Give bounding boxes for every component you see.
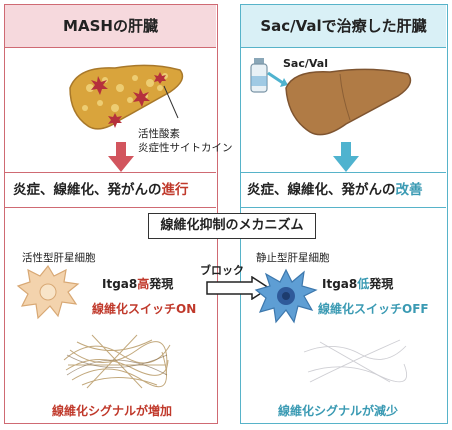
right-panel-title: Sac/Valで治療した肝臓 [241, 5, 446, 48]
left-itga8-emph: 高 [137, 277, 150, 291]
left-signal: 線維化シグナルが増加 [52, 404, 173, 418]
right-itga8-prefix: Itga8 [322, 277, 358, 291]
left-itga8-prefix: Itga8 [102, 277, 138, 291]
left-outcome: 炎症、線維化、発がんの進行 [5, 173, 216, 207]
drug-arrow-icon [267, 71, 288, 87]
right-switch-off: 線維化スイッチOFF [318, 302, 429, 316]
fibers-dense-icon [63, 334, 171, 389]
right-itga8: Itga8低発現 [322, 275, 393, 292]
left-outcome-emph: 進行 [161, 182, 189, 198]
left-itga8-suffix: 発現 [149, 277, 174, 291]
annotation-cytokine: 炎症性サイトカイン [138, 142, 233, 154]
right-outcome-emph: 改善 [395, 182, 423, 198]
drug-label: Sac/Val [283, 57, 328, 70]
right-down-arrow-icon [333, 142, 359, 172]
right-outcome: 炎症、線維化、発がんの改善 [241, 173, 446, 207]
right-itga8-emph: 低 [357, 277, 370, 291]
left-panel-title: MASHの肝臓 [5, 5, 216, 48]
right-outcome-band: 炎症、線維化、発がんの改善 [241, 172, 446, 208]
right-signal: 線維化シグナルが減少 [278, 404, 399, 418]
left-outcome-prefix: 炎症、線維化、発がんの [13, 182, 162, 198]
left-outcome-band: 炎症、線維化、発がんの進行 [5, 172, 216, 208]
block-label: ブロック [200, 264, 244, 277]
diseased-liver-icon [69, 64, 184, 130]
left-down-arrow-icon [108, 142, 134, 172]
mechanism-title: 線維化抑制のメカニズム [148, 213, 316, 239]
left-switch-on: 線維化スイッチON [92, 302, 197, 316]
annotation-ros: 活性酸素 [138, 128, 180, 140]
right-outcome-prefix: 炎症、線維化、発がんの [247, 182, 396, 198]
fibers-sparse-icon [303, 339, 408, 383]
activated-stellate-cell-icon [16, 264, 80, 320]
left-cell-label: 活性型肝星細胞 [22, 252, 96, 264]
right-cell-label: 静止型肝星細胞 [256, 252, 330, 264]
healthy-liver-icon [285, 68, 412, 136]
left-itga8: Itga8高発現 [102, 275, 173, 292]
vial-icon [250, 58, 268, 93]
right-itga8-suffix: 発現 [369, 277, 394, 291]
quiescent-stellate-cell-icon [254, 268, 318, 324]
